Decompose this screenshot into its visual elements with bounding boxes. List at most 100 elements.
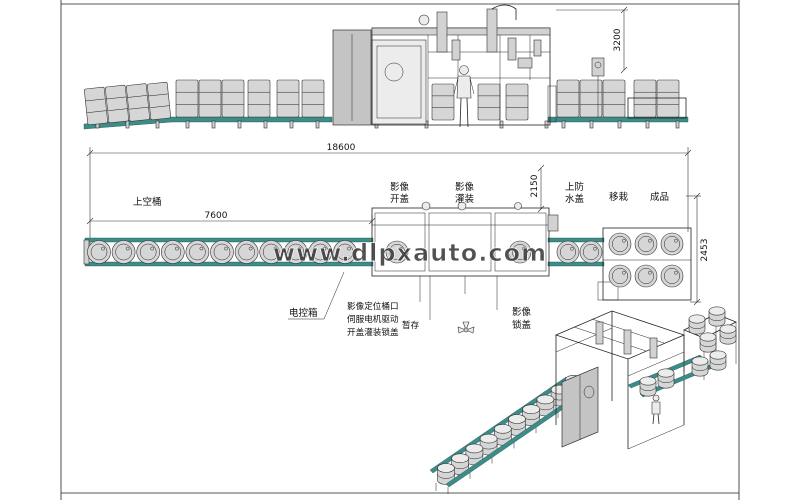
drum-body xyxy=(477,83,501,121)
drum xyxy=(301,79,325,118)
camera-icon xyxy=(457,201,467,211)
drum-rib xyxy=(709,360,727,365)
access-door xyxy=(371,39,427,125)
drum-rim xyxy=(238,243,255,261)
drum xyxy=(579,240,603,264)
drum-lid xyxy=(719,324,737,334)
drum xyxy=(385,240,409,264)
iso-operator-head xyxy=(652,394,660,402)
drum-rib xyxy=(106,96,127,100)
drum xyxy=(634,264,658,288)
cabinet-leader xyxy=(288,271,345,320)
dimension-18600: 18600 xyxy=(327,143,356,153)
iso-operator-leg xyxy=(652,413,655,425)
drum-lid xyxy=(639,376,657,386)
elevation-view: 3200 xyxy=(83,4,689,130)
filling-column xyxy=(486,8,498,53)
access-door-inner xyxy=(376,45,422,119)
drum xyxy=(247,79,271,118)
drum-lid xyxy=(508,414,526,424)
drum xyxy=(556,240,580,264)
conveyor-leg xyxy=(617,120,622,129)
drum-bung xyxy=(593,246,597,251)
label-process-note-2: 伺服电机驱动 xyxy=(347,313,399,325)
drum xyxy=(579,79,603,118)
drum xyxy=(719,324,737,345)
transfer-base xyxy=(597,281,619,301)
drum-rim xyxy=(583,244,599,260)
drum-bung xyxy=(322,246,327,251)
drum-lid xyxy=(691,356,709,366)
drum-body xyxy=(198,79,222,118)
conveyor-leg xyxy=(125,120,130,129)
label-control-cabinet: 电控箱 xyxy=(289,307,318,319)
drum-bung xyxy=(347,246,351,251)
dimension-tick xyxy=(86,217,94,225)
camera-head xyxy=(418,14,430,26)
overall-length-dimension: 18600 xyxy=(86,143,692,246)
drum-body xyxy=(247,79,271,118)
drum-body xyxy=(126,83,150,122)
drum xyxy=(234,240,259,264)
drum-rim xyxy=(638,268,654,284)
drum xyxy=(633,79,657,118)
capping-head xyxy=(517,57,533,69)
drum xyxy=(198,79,222,118)
drum-lid xyxy=(536,394,555,405)
drum-bung xyxy=(674,238,678,243)
conveyor-leg xyxy=(544,120,549,129)
drum-rib xyxy=(657,378,675,383)
drum-rim xyxy=(612,236,628,252)
drum-body xyxy=(221,79,245,118)
drum xyxy=(688,314,706,335)
plan-view: www.dlpxauto.com xyxy=(83,201,692,334)
drum xyxy=(283,240,308,264)
drum-rim xyxy=(262,243,280,261)
station-offset-dimension: 2150 xyxy=(530,164,545,213)
drum xyxy=(639,376,657,397)
drum-bung xyxy=(273,246,278,251)
iso-operator-body xyxy=(651,401,661,415)
drum xyxy=(259,240,284,264)
filling-hose xyxy=(491,4,517,20)
label-transfer: 移栽 xyxy=(609,191,629,203)
drum xyxy=(147,81,171,121)
drum-rim xyxy=(638,236,654,252)
buffer-symbol-icon xyxy=(457,321,475,334)
height-dimension: 3200 xyxy=(556,6,628,74)
motor-shaft xyxy=(594,61,602,69)
drum xyxy=(708,306,726,327)
iso-capping-head xyxy=(649,337,658,359)
label-process-note-3: 开盖灌装锁盖 xyxy=(347,326,399,338)
drum-body xyxy=(633,79,657,118)
drum xyxy=(111,240,136,264)
dimension-tick xyxy=(693,192,701,200)
drum-rib xyxy=(708,316,726,321)
drum-bung xyxy=(570,246,574,251)
drum-body xyxy=(105,84,129,124)
drum xyxy=(477,83,501,121)
filling-station xyxy=(428,212,492,272)
drum-lid xyxy=(479,433,498,444)
drum-rim xyxy=(189,243,206,261)
operator-body xyxy=(456,75,472,99)
label-vision-capping-line1: 影像 xyxy=(512,306,532,318)
drum xyxy=(276,79,300,118)
drum xyxy=(602,79,626,118)
drum-bung xyxy=(622,270,626,275)
iso-decap-head xyxy=(595,321,604,345)
drum-body xyxy=(556,79,580,118)
drum-rim xyxy=(512,244,528,260)
drum-lid xyxy=(708,306,726,316)
camera-icon xyxy=(514,202,522,210)
conveyor-leg xyxy=(237,120,242,129)
label-waterproof-cap-line1: 上防 xyxy=(565,181,585,193)
drum-rim xyxy=(336,243,354,261)
drum-body xyxy=(656,79,680,118)
drum xyxy=(175,79,199,118)
sheet-border xyxy=(60,0,740,500)
cylinder xyxy=(533,39,542,57)
drum-bung xyxy=(248,246,253,251)
conveyor-leg xyxy=(499,120,504,129)
drum-rib xyxy=(148,93,169,97)
